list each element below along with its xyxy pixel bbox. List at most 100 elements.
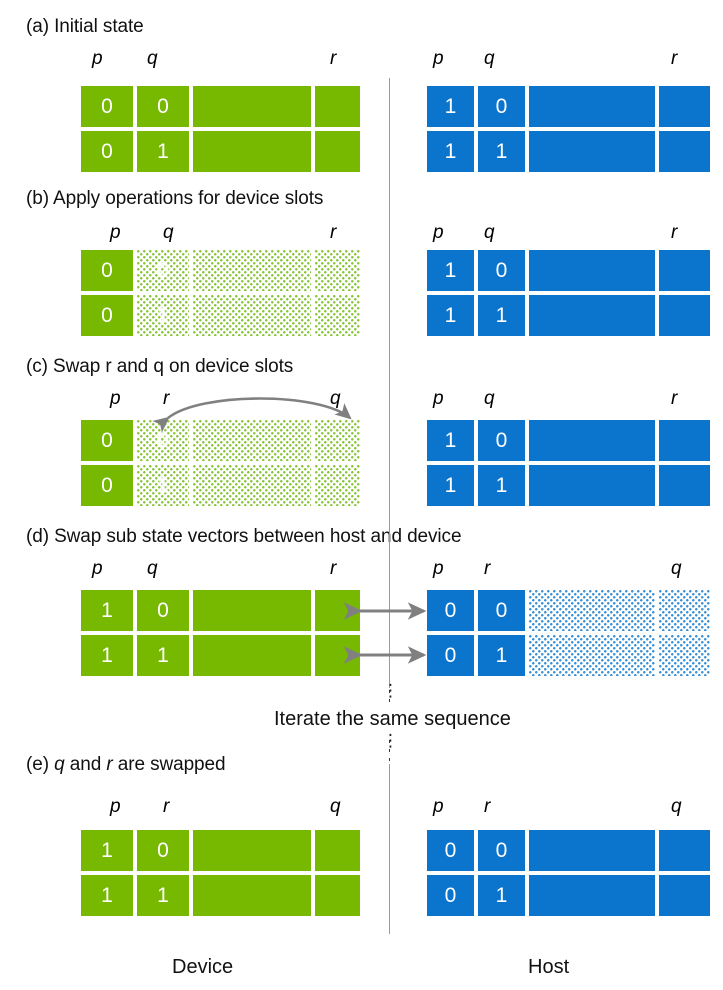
panel-e-host-cell-r0c2	[529, 830, 655, 871]
cell-value: 1	[157, 140, 169, 163]
panel-c-host-cell-r1c3	[659, 465, 710, 506]
panel-d-host-col-p: p	[433, 558, 444, 579]
panel-b-host-cell-r0c2	[529, 250, 655, 291]
panel-c-host-col-q: q	[484, 388, 495, 409]
panel-e-device-cell-r0c2	[193, 830, 311, 871]
panel-c-device-cell-r1c0: 0	[81, 465, 133, 506]
cell-value: 1	[444, 95, 457, 118]
iterate-label: Iterate the same sequence	[269, 708, 516, 731]
panel-a-device-cell-r1c0: 0	[81, 131, 133, 172]
cell-value: 0	[157, 95, 169, 118]
panel-a-host-cell-r1c2	[529, 131, 655, 172]
panel-b-host-cell-r0c3	[659, 250, 710, 291]
panel-e-host-cell-r1c1: 1	[478, 875, 525, 916]
panel-b-device-cell-r1c3	[315, 295, 360, 336]
panel-a-title: (a) Initial state	[26, 16, 144, 37]
panel-d-host-cell-r1c1: 1	[478, 635, 525, 676]
panel-a-device-col-p: p	[92, 48, 103, 69]
panel-b-host-col-p: p	[433, 222, 444, 243]
panel-b-device-col-q: q	[163, 222, 174, 243]
panel-d-device-cell-r0c3	[315, 590, 360, 631]
device-footer-label: Device	[172, 956, 234, 978]
panel-e-device-cell-r0c0: 1	[81, 830, 133, 871]
cell-value: 1	[101, 884, 113, 907]
cell-value: 1	[157, 644, 169, 667]
panel-a-host-cell-r0c3	[659, 86, 710, 127]
cell-value: 1	[495, 644, 508, 667]
panel-d-device-cell-r1c2	[193, 635, 311, 676]
panel-b-host-cell-r1c3	[659, 295, 710, 336]
panel-a-device-cell-r0c1: 0	[137, 86, 189, 127]
panel-b-host-col-q: q	[484, 222, 495, 243]
cell-value: 1	[101, 599, 113, 622]
cell-value: 0	[444, 839, 457, 862]
cell-value: 0	[157, 599, 169, 622]
ellipsis-upper: ⋮	[382, 681, 399, 700]
panel-a-host-cell-r0c0: 1	[427, 86, 474, 127]
panel-a-host-cell-r0c1: 0	[478, 86, 525, 127]
panel-c-device-col-p: p	[110, 388, 121, 409]
cell-value: 1	[444, 140, 457, 163]
panel-e-title-suffix: are swapped	[112, 754, 226, 775]
panel-c-device-cell-r1c3	[315, 465, 360, 506]
panel-c-host-cell-r0c0: 1	[427, 420, 474, 461]
panel-e-title: (e) q and r are swapped	[26, 754, 226, 776]
panel-b-device-cell-r1c1: 1	[137, 295, 189, 336]
panel-b-title: (b) Apply operations for device slots	[26, 188, 324, 209]
panel-c-device-col-q: q	[330, 388, 341, 409]
cell-value: 0	[157, 839, 169, 862]
panel-c-host-cell-r0c1: 0	[478, 420, 525, 461]
panel-a-device-cell-r0c2	[193, 86, 311, 127]
center-divider-d	[389, 518, 390, 688]
panel-d-host-col-r: r	[484, 558, 491, 579]
panel-d-device-col-p: p	[92, 558, 103, 579]
panel-e-title-and: and	[64, 754, 107, 775]
panel-e-device-cell-r0c1: 0	[137, 830, 189, 871]
cell-value: 1	[495, 304, 508, 327]
panel-d-host-cell-r0c1: 0	[478, 590, 525, 631]
cell-value: 0	[495, 839, 508, 862]
center-divider-a	[389, 78, 390, 182]
panel-c-host-cell-r1c2	[529, 465, 655, 506]
panel-c-device-cell-r0c1: 0	[137, 420, 189, 461]
panel-e-device-cell-r1c0: 1	[81, 875, 133, 916]
panel-b-device-cell-r1c0: 0	[81, 295, 133, 336]
panel-b-host-cell-r1c1: 1	[478, 295, 525, 336]
panel-a-host-cell-r1c0: 1	[427, 131, 474, 172]
panel-e-device-cell-r1c3	[315, 875, 360, 916]
panel-e-host-cell-r0c0: 0	[427, 830, 474, 871]
panel-c-host-cell-r0c2	[529, 420, 655, 461]
center-divider-c	[389, 346, 390, 518]
cell-value: 0	[444, 884, 457, 907]
panel-e-host-col-r: r	[484, 796, 491, 817]
cell-value: 0	[444, 644, 457, 667]
cell-value: 1	[444, 429, 457, 452]
center-divider-b	[389, 182, 390, 346]
panel-e-title-q: q	[54, 754, 65, 775]
center-divider-e	[389, 764, 390, 934]
cell-value: 1	[495, 140, 508, 163]
cell-value: 0	[444, 599, 457, 622]
panel-c-title: (c) Swap r and q on device slots	[26, 356, 294, 377]
panel-d-device-cell-r1c1: 1	[137, 635, 189, 676]
cell-value: 1	[101, 644, 113, 667]
center-dotted-divider-upper	[389, 690, 390, 706]
cell-value: 1	[444, 259, 457, 282]
panel-d-host-cell-r1c0: 0	[427, 635, 474, 676]
panel-e-title-prefix: (e)	[26, 754, 55, 775]
panel-a-device-cell-r1c3	[315, 131, 360, 172]
panel-b-device-cell-r0c3	[315, 250, 360, 291]
panel-e-device-col-p: p	[110, 796, 121, 817]
panel-b-host-cell-r1c0: 1	[427, 295, 474, 336]
panel-d-device-col-r: r	[330, 558, 337, 579]
panel-b-host-cell-r1c2	[529, 295, 655, 336]
panel-a-host-col-q: q	[484, 48, 495, 69]
panel-d-device-cell-r1c3	[315, 635, 360, 676]
panel-e-host-cell-r1c3	[659, 875, 710, 916]
cell-value: 0	[157, 429, 169, 452]
panel-d-title: (d) Swap sub state vectors between host …	[26, 526, 462, 547]
panel-b-host-col-r: r	[671, 222, 678, 243]
cell-value: 0	[101, 429, 113, 452]
cell-value: 1	[495, 474, 508, 497]
panel-a-host-col-p: p	[433, 48, 444, 69]
